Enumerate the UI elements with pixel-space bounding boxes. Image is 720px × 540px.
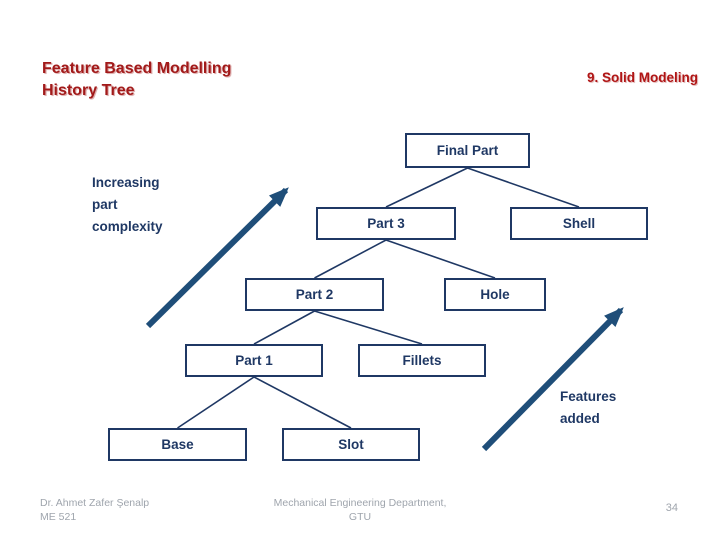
tree-node-part1: Part 1 <box>185 344 323 377</box>
tree-node-fillets: Fillets <box>358 344 486 377</box>
slide-title-line1: Feature Based Modelling <box>42 60 232 77</box>
node-label: Hole <box>480 287 510 302</box>
node-label: Shell <box>562 216 596 231</box>
connector-finalpart-shell <box>467 167 580 208</box>
connector-part2-fillets <box>314 310 423 345</box>
features-added-arrow-icon <box>481 307 624 452</box>
node-label: Slot <box>338 437 364 452</box>
increasing-complexity-label: Increasing part complexity <box>92 175 163 234</box>
features-added-label: Features added <box>560 389 617 426</box>
slide-title: Feature Based Modelling History Tree <box>42 58 231 102</box>
footer-department-line2: GTU <box>348 511 372 523</box>
node-label: Part 1 <box>235 353 273 368</box>
node-label: Part 2 <box>295 287 334 302</box>
footer-author: Dr. Ahmet Zafer Şenalp ME 521 <box>40 496 149 524</box>
tree-node-final-part: Final Part <box>405 133 530 168</box>
node-label: Part 3 <box>367 216 405 231</box>
connector-part3-part2 <box>314 239 387 279</box>
footer-department-line1: Mechanical Engineering Department, <box>273 497 447 509</box>
connector-part3-hole <box>385 239 496 279</box>
tree-node-part2: Part 2 <box>245 278 384 311</box>
footer-author-name: Dr. Ahmet Zafer Şenalp <box>40 497 150 509</box>
node-label: Base <box>161 437 194 452</box>
page-number: 34 <box>665 502 678 514</box>
tree-node-part3: Part 3 <box>316 207 456 240</box>
chapter-label: 9. Solid Modeling <box>587 70 698 85</box>
footer-department: Mechanical Engineering Department, GTU <box>0 496 720 524</box>
tree-node-base: Base <box>108 428 247 461</box>
connector-finalpart-part3 <box>385 167 468 208</box>
node-label: Final Part <box>436 143 499 158</box>
branch-lines <box>177 167 580 429</box>
connector-part1-slot <box>253 376 352 429</box>
tree-node-shell: Shell <box>510 207 648 240</box>
node-label: Fillets <box>402 353 442 368</box>
connector-part1-base <box>177 376 255 429</box>
tree-node-slot: Slot <box>282 428 420 461</box>
footer-author-course: ME 521 <box>40 511 77 523</box>
tree-node-hole: Hole <box>444 278 546 311</box>
increasing-complexity-arrow-icon <box>145 187 289 329</box>
slide-title-line2: History Tree <box>42 82 135 99</box>
connector-part2-part1 <box>253 310 315 345</box>
